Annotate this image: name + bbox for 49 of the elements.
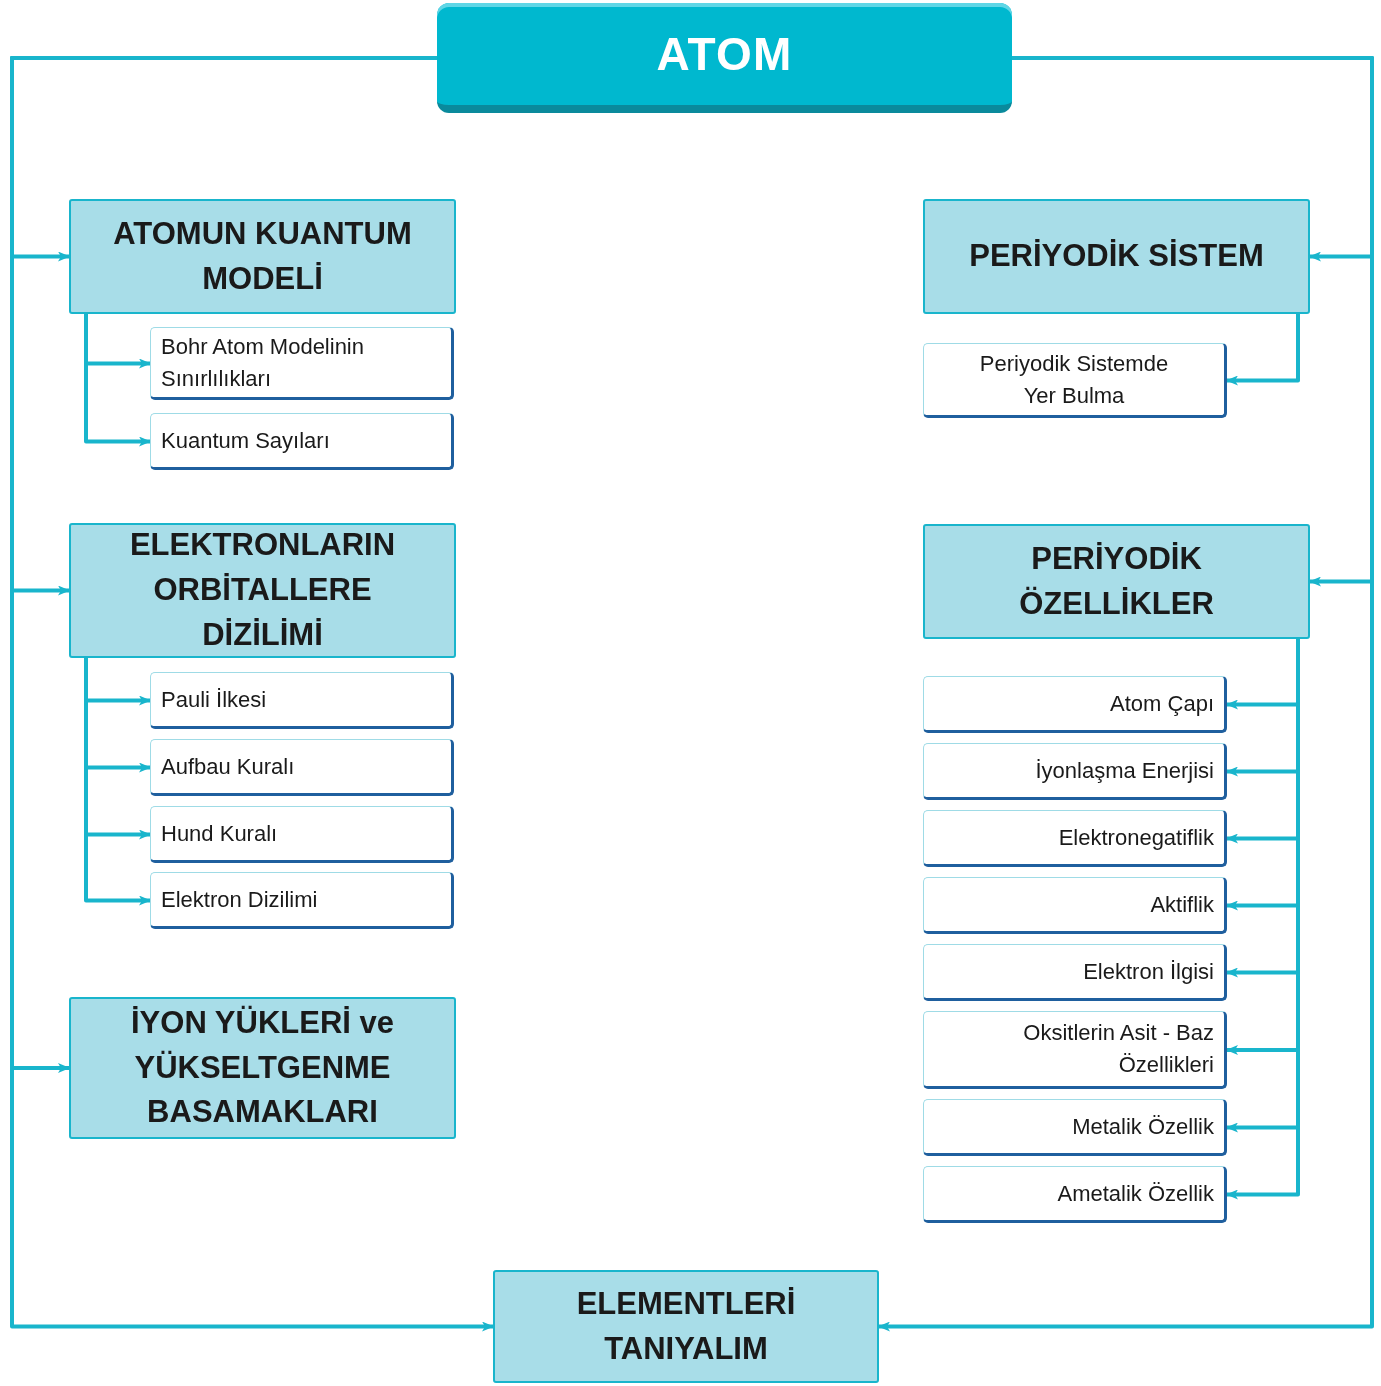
connector-arrow: [84, 658, 151, 906]
subtopic-box: [923, 944, 1227, 1001]
topic-box: [493, 1270, 879, 1383]
topic-box: [923, 524, 1310, 639]
subtopic-box: [150, 806, 454, 863]
subtopic-label: Aktiflik: [1150, 890, 1214, 919]
topic-label: ELEKTRONLARIN ORBİTALLERE DİZİLİMİ: [128, 526, 397, 654]
subtopic-label: Pauli İlkesi: [161, 685, 267, 714]
subtopic-label: Elektron Dizilimi: [161, 885, 318, 914]
subtopic-label: Bohr Atom Modelinin Sınırlılıkları: [161, 332, 365, 393]
subtopic-label: Oksitlerin Asit - Baz Özellikleri: [1022, 1019, 1214, 1079]
subtopic-box: [923, 1099, 1227, 1156]
subtopic-box: [923, 676, 1227, 733]
topic-box: [923, 199, 1310, 314]
subtopic-box: [150, 672, 454, 729]
topic-label: PERİYODİK SİSTEM: [969, 237, 1264, 276]
topic-label: İYON YÜKLERİ ve YÜKSELTGENME BASAMAKLARI: [130, 1003, 395, 1132]
title-box: [437, 3, 1012, 113]
connector-arrow: [1226, 314, 1300, 386]
topic-box: [69, 997, 456, 1139]
topic-label: ELEMENTLERİ TANIYALIM: [575, 1284, 797, 1368]
topic-box: [69, 199, 456, 314]
topic-label: PERİYODİK ÖZELLİKLER: [1018, 539, 1215, 623]
connector-arrow: [878, 56, 1374, 1332]
subtopic-label: Elektronegatiflik: [1058, 823, 1214, 852]
subtopic-label: Aufbau Kuralı: [161, 752, 295, 781]
subtopic-box: [923, 810, 1227, 867]
connector-arrow: [84, 314, 151, 447]
subtopic-box: [923, 1011, 1227, 1089]
subtopic-label: Periyodik Sistemde Yer Bulma: [978, 349, 1170, 410]
subtopic-box: [150, 413, 454, 470]
subtopic-label: Ametalik Özellik: [1057, 1179, 1214, 1208]
topic-box: [69, 523, 456, 658]
subtopic-label: Kuantum Sayıları: [161, 426, 330, 455]
subtopic-box: [923, 343, 1227, 418]
topic-label: ATOMUN KUANTUM MODELİ: [112, 214, 413, 298]
subtopic-label: Elektron İlgisi: [1083, 957, 1214, 986]
connector-arrow: [10, 56, 494, 1332]
subtopic-label: Hund Kuralı: [161, 819, 278, 848]
subtopic-box: [923, 877, 1227, 934]
subtopic-box: [150, 872, 454, 929]
subtopic-box: [923, 743, 1227, 800]
subtopic-box: [150, 327, 454, 400]
subtopic-label: Metalik Özellik: [1072, 1112, 1214, 1141]
subtopic-box: [150, 739, 454, 796]
subtopic-label: Atom Çapı: [1110, 689, 1214, 718]
subtopic-box: [923, 1166, 1227, 1223]
title-text: ATOM: [656, 26, 793, 82]
subtopic-label: İyonlaşma Enerjisi: [1035, 756, 1214, 785]
